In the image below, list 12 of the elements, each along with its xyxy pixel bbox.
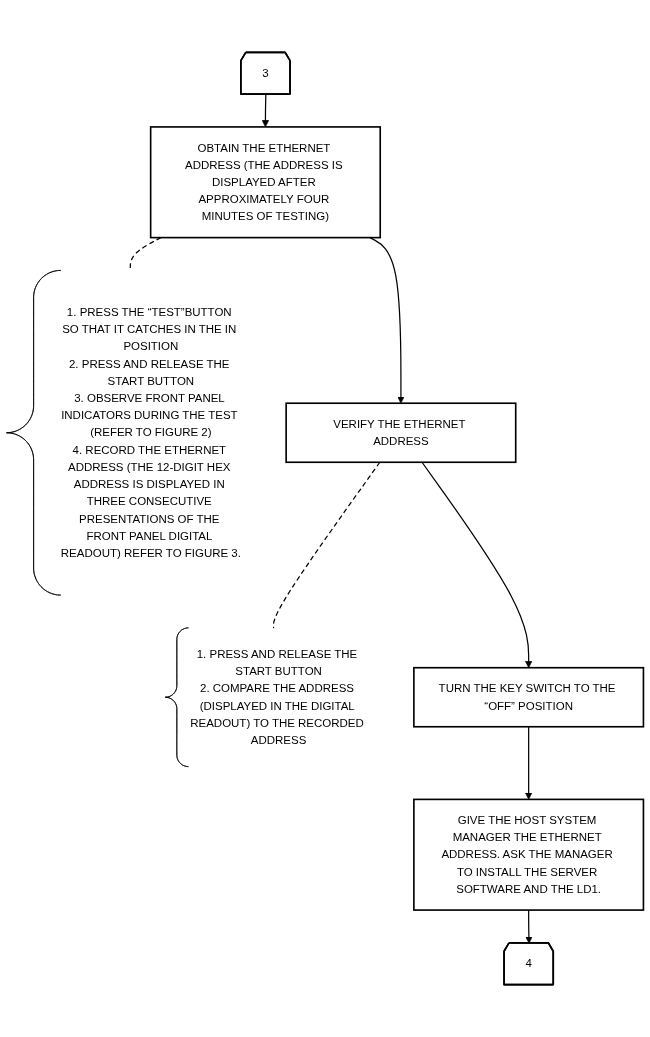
arrow: [369, 237, 405, 404]
node-box: VERIFY THE ETHERNET ADDRESS: [285, 402, 517, 464]
arrow: [421, 461, 533, 669]
arrow: [261, 93, 270, 128]
arrow: [525, 909, 533, 944]
arrow: [525, 726, 533, 800]
node-box: OBTAIN THE ETHERNET ADDRESS (THE ADDRESS IS DISPLAYED AFTER APPROXIMATELY FOUR MINUTES OF TESTING): [149, 126, 382, 239]
node-box: GIVE THE HOST SYSTEM MANAGER THE ETHERNET ADDRESS. ASK THE MANAGER TO INSTALL THE SERVER SOFTWARE AND THE LD1.: [413, 798, 645, 911]
node-text: 1. PRESS AND RELEASE THE START BUTTON 2. COMPARE THE ADDRESS (DISPLAYED IN THE DIGITAL READOUT) TO THE RECORDED ADDRESS: [190, 647, 364, 747]
node-box: TURN THE KEY SWITCH TO THE “OFF” POSITION: [413, 666, 645, 728]
node-text: 1. PRESS THE “TEST”BUTTON SO THAT IT CATCHES IN THE IN POSITION 2. PRESS AND RELEASE THE START BUTTON 3. OBSERVE FRONT PANEL INDICATORS DURING THE TEST (REFER TO FIGURE 2) 4. RECORD THE ETHERNET ADDRESS (THE 12-DIGIT HEX ADDRESS IS DISPLAYED IN THREE CONSECUTIVE PRESENTATIONS OF THE FRONT PANEL DIGITAL READOUT) REFER TO FIGURE 3.: [60, 305, 241, 560]
connector: [272, 461, 381, 629]
